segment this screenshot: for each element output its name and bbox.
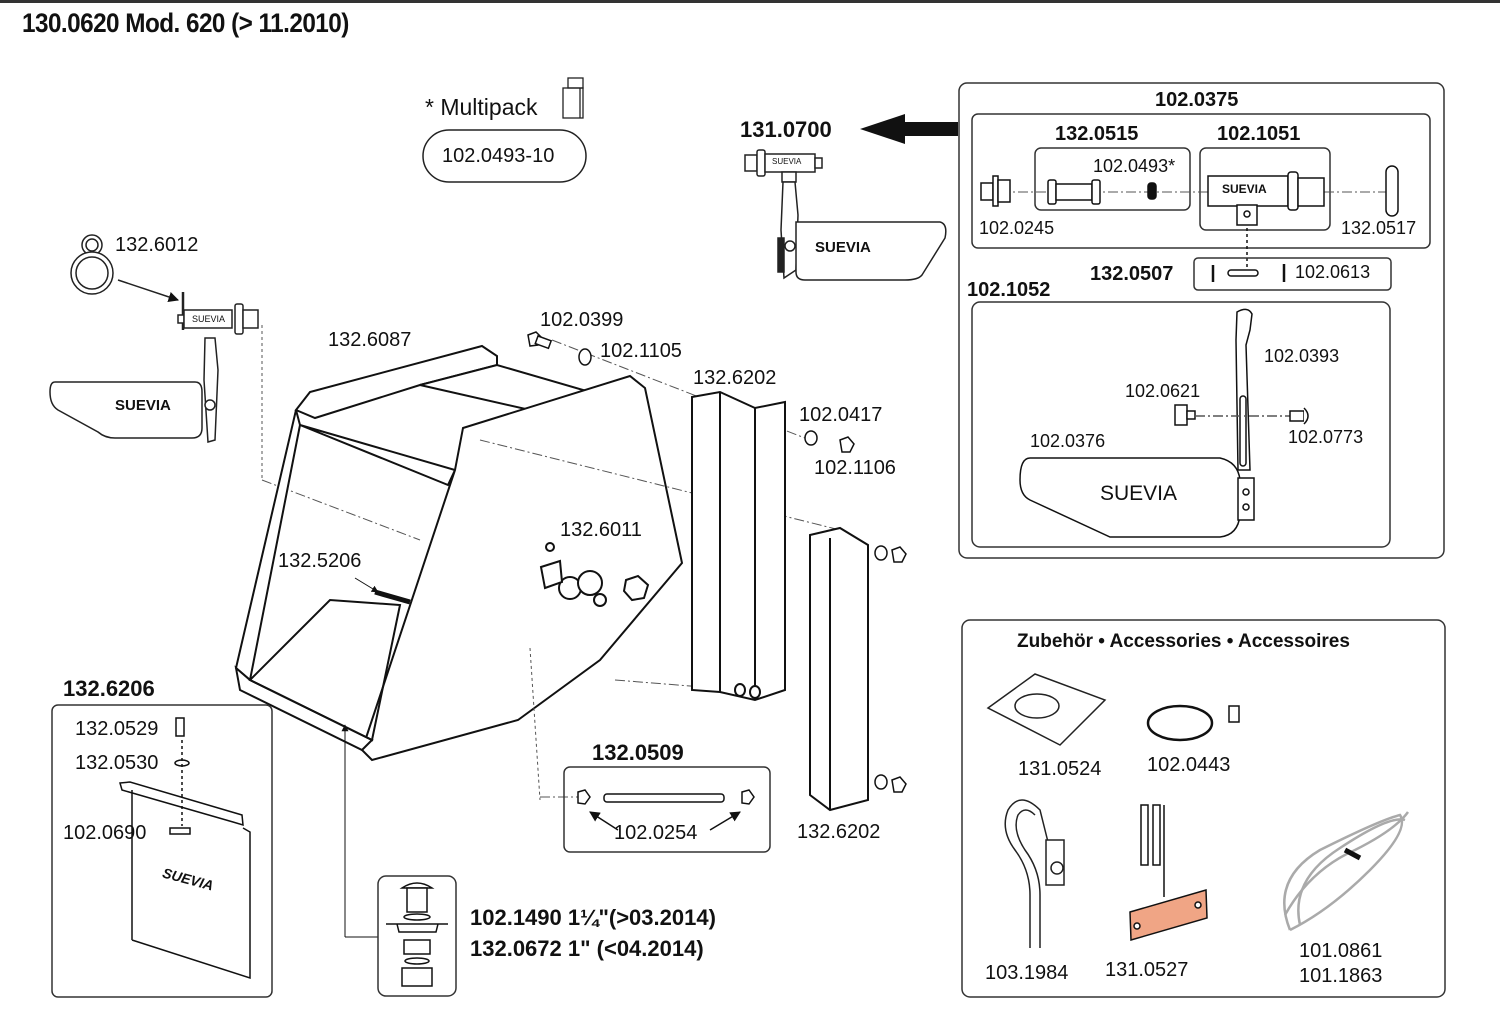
float-assembly-icon [1019,308,1309,538]
valve-detail-box [958,82,1445,559]
assembly-102-1052[interactable]: 102.1052 [967,279,1051,301]
accessory-131-0524[interactable]: 131.0524 [1018,758,1102,780]
valve-brand: SUEVIA [772,157,802,166]
part-102-0393[interactable]: 102.0393 [1264,346,1340,366]
multipack-label: * Multipack [425,94,538,120]
screw-washer [527,331,907,793]
part-102-0376[interactable]: 102.0376 [1030,431,1106,451]
float-detail-box [971,301,1391,548]
accessory-103-1984[interactable]: 103.1984 [985,962,1069,984]
part-132-0529[interactable]: 132.0529 [75,718,159,740]
part-102-0254[interactable]: 102.0254 [614,822,698,844]
left-float-brand: SUEVIA [115,397,171,414]
top-border [0,0,1500,3]
bracket-132-6202-upper [691,390,786,702]
part-132-6202-lower[interactable]: 132.6202 [797,821,881,843]
thermostat-plate-icon [1129,804,1208,941]
housing-132-6087 [234,344,684,762]
bracket-132-6202-lower [809,526,869,812]
assembly-102-0375[interactable]: 102.0375 [1155,89,1239,111]
part-102-1106[interactable]: 102.1106 [814,457,896,479]
pin-132-5206 [374,589,411,605]
valve-detail-brand: SUEVIA [1222,182,1267,196]
accessories-heading: Zubehör • Accessories • Accessoires [1017,631,1350,652]
multipack-code: 102.0493-10 [442,145,555,167]
assembly-132-0515[interactable]: 132.0515 [1055,123,1139,145]
part-102-0773[interactable]: 102.0773 [1288,427,1364,447]
left-valve-brand: SUEVIA [192,314,226,324]
arrow-icon [860,114,958,144]
accessories-box [961,619,1446,998]
multipack-code-box [422,129,587,183]
subgroup-132-0515 [1034,147,1191,211]
assembly-132-0507[interactable]: 132.0507 [1090,263,1174,285]
part-132-6202-upper[interactable]: 132.6202 [693,367,777,389]
page-title: 130.0620 Mod. 620 (> 11.2010) [22,8,349,38]
drain-part-line1[interactable]: 102.1490 1¼"(>03.2014) [470,905,716,930]
part-132-0530[interactable]: 132.0530 [75,752,159,774]
accessory-101-0861[interactable]: 101.0861 [1299,940,1383,962]
cover-panel [119,717,251,980]
threaded-rod [577,789,755,831]
assembly-131-0700[interactable]: 131.0700 [740,117,832,142]
pin-set-icon [1211,264,1286,282]
hose-valve-icon [1004,799,1065,948]
heating-cable-icon [1146,704,1240,742]
assembly-132-0509[interactable]: 132.0509 [592,740,684,765]
drain-fitting-icon [386,882,448,987]
float-brand: SUEVIA [815,239,871,256]
assembly-132-6206[interactable]: 132.6206 [63,676,155,701]
assembly-102-1051[interactable]: 102.1051 [1217,123,1301,145]
valve-parts [980,165,1399,270]
drain-box [377,875,457,997]
float-detail-brand: SUEVIA [1100,482,1178,505]
part-132-6012[interactable]: 132.6012 [115,234,199,256]
pin-set-box [1193,257,1392,291]
part-102-0690[interactable]: 102.0690 [63,822,147,844]
cover-box [51,704,273,998]
left-float-valve [49,234,259,443]
part-132-0517[interactable]: 132.0517 [1341,218,1417,238]
accessory-102-0443[interactable]: 102.0443 [1147,754,1231,776]
tray-icon [986,673,1107,746]
accessory-101-1863[interactable]: 101.1863 [1299,965,1383,987]
part-102-0245[interactable]: 102.0245 [979,218,1055,238]
dash-dot-guide [261,479,421,541]
part-102-0493[interactable]: 102.0493* [1093,156,1176,176]
multipack-icon [562,77,584,119]
accessory-131-0527[interactable]: 131.0527 [1105,959,1189,981]
cable-coil-icon [1283,811,1410,932]
rod-box [563,766,771,853]
part-132-5206[interactable]: 132.5206 [278,550,362,572]
subgroup-102-1051 [1199,147,1331,231]
part-102-0399[interactable]: 102.0399 [540,309,624,331]
part-132-6011[interactable]: 132.6011 [560,519,642,541]
drain-part-line2[interactable]: 132.0672 1" (<04.2014) [470,936,704,961]
part-102-0613[interactable]: 102.0613 [1295,262,1371,282]
part-102-1105[interactable]: 102.1105 [600,340,682,362]
part-102-0621[interactable]: 102.0621 [1125,381,1201,401]
part-102-0417[interactable]: 102.0417 [799,404,883,426]
part-132-6087[interactable]: 132.6087 [328,329,412,351]
float-valve-131-0700 [744,149,947,281]
